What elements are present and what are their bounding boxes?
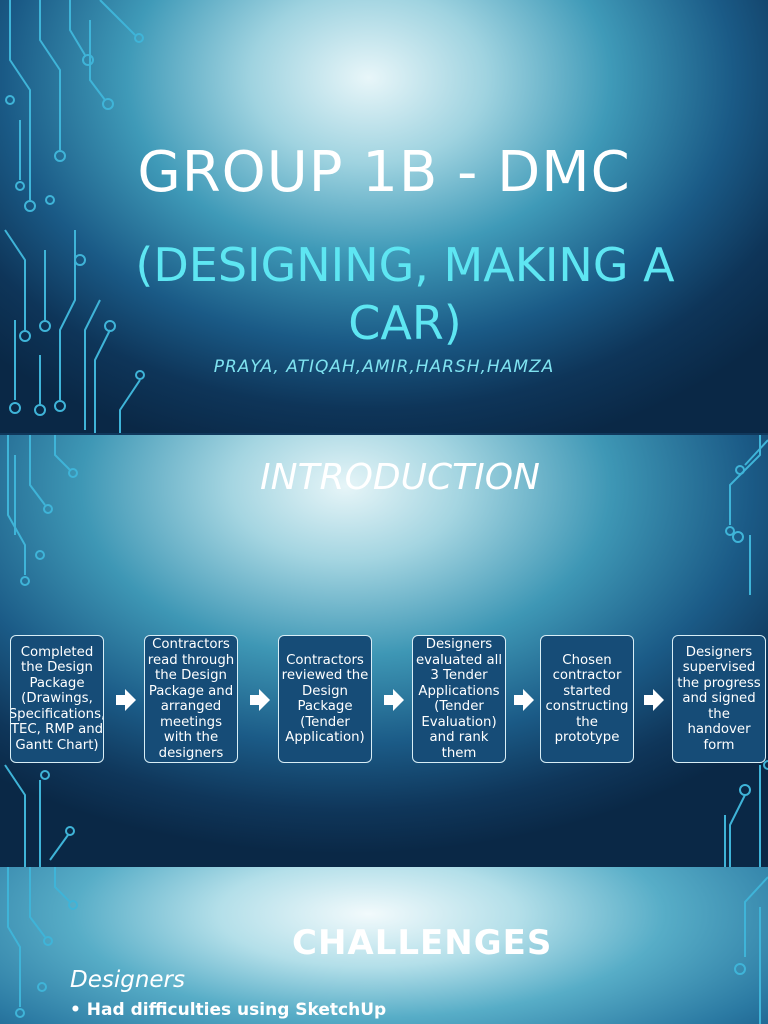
arrow-right-icon [250,689,270,711]
subheading-designers: Designers [70,967,185,993]
slide-title: CHALLENGES [292,923,553,963]
flow-step-4: Designers evaluated all 3 Tender Applica… [412,635,506,763]
flow-step-3: Contractors reviewed the Design Package … [278,635,372,763]
slide-title: GROUP 1B - DMC [137,140,631,205]
flow-step-6: Designers supervised the progress and si… [672,635,766,763]
process-flow: Completed the Design Package (Drawings, … [0,635,768,765]
slide-title: INTRODUCTION [260,457,540,498]
flow-step-1: Completed the Design Package (Drawings, … [10,635,104,763]
flow-step-2: Contractors read through the Design Pack… [144,635,238,763]
introduction-slide: INTRODUCTION Completed the Design Packag… [0,433,768,867]
arrow-right-icon [384,689,404,711]
arrow-right-icon [514,689,534,711]
challenges-slide: CHALLENGES Designers • Had difficulties … [0,867,768,1024]
title-slide: GROUP 1B - DMC (DESIGNING, MAKING A CAR)… [0,0,768,433]
arrow-right-icon [116,689,136,711]
arrow-right-icon [644,689,664,711]
bullet-item: • Had difficulties using SketchUp [70,1000,387,1020]
flow-step-5: Chosen contractor started constructing t… [540,635,634,763]
slide-subtitle: (DESIGNING, MAKING A CAR) [135,238,675,350]
slide-background [0,0,768,433]
slide-background [0,435,768,867]
author-list: PRAYA, ATIQAH,AMIR,HARSH,HAMZA [213,357,555,377]
slide-background [0,867,768,1024]
